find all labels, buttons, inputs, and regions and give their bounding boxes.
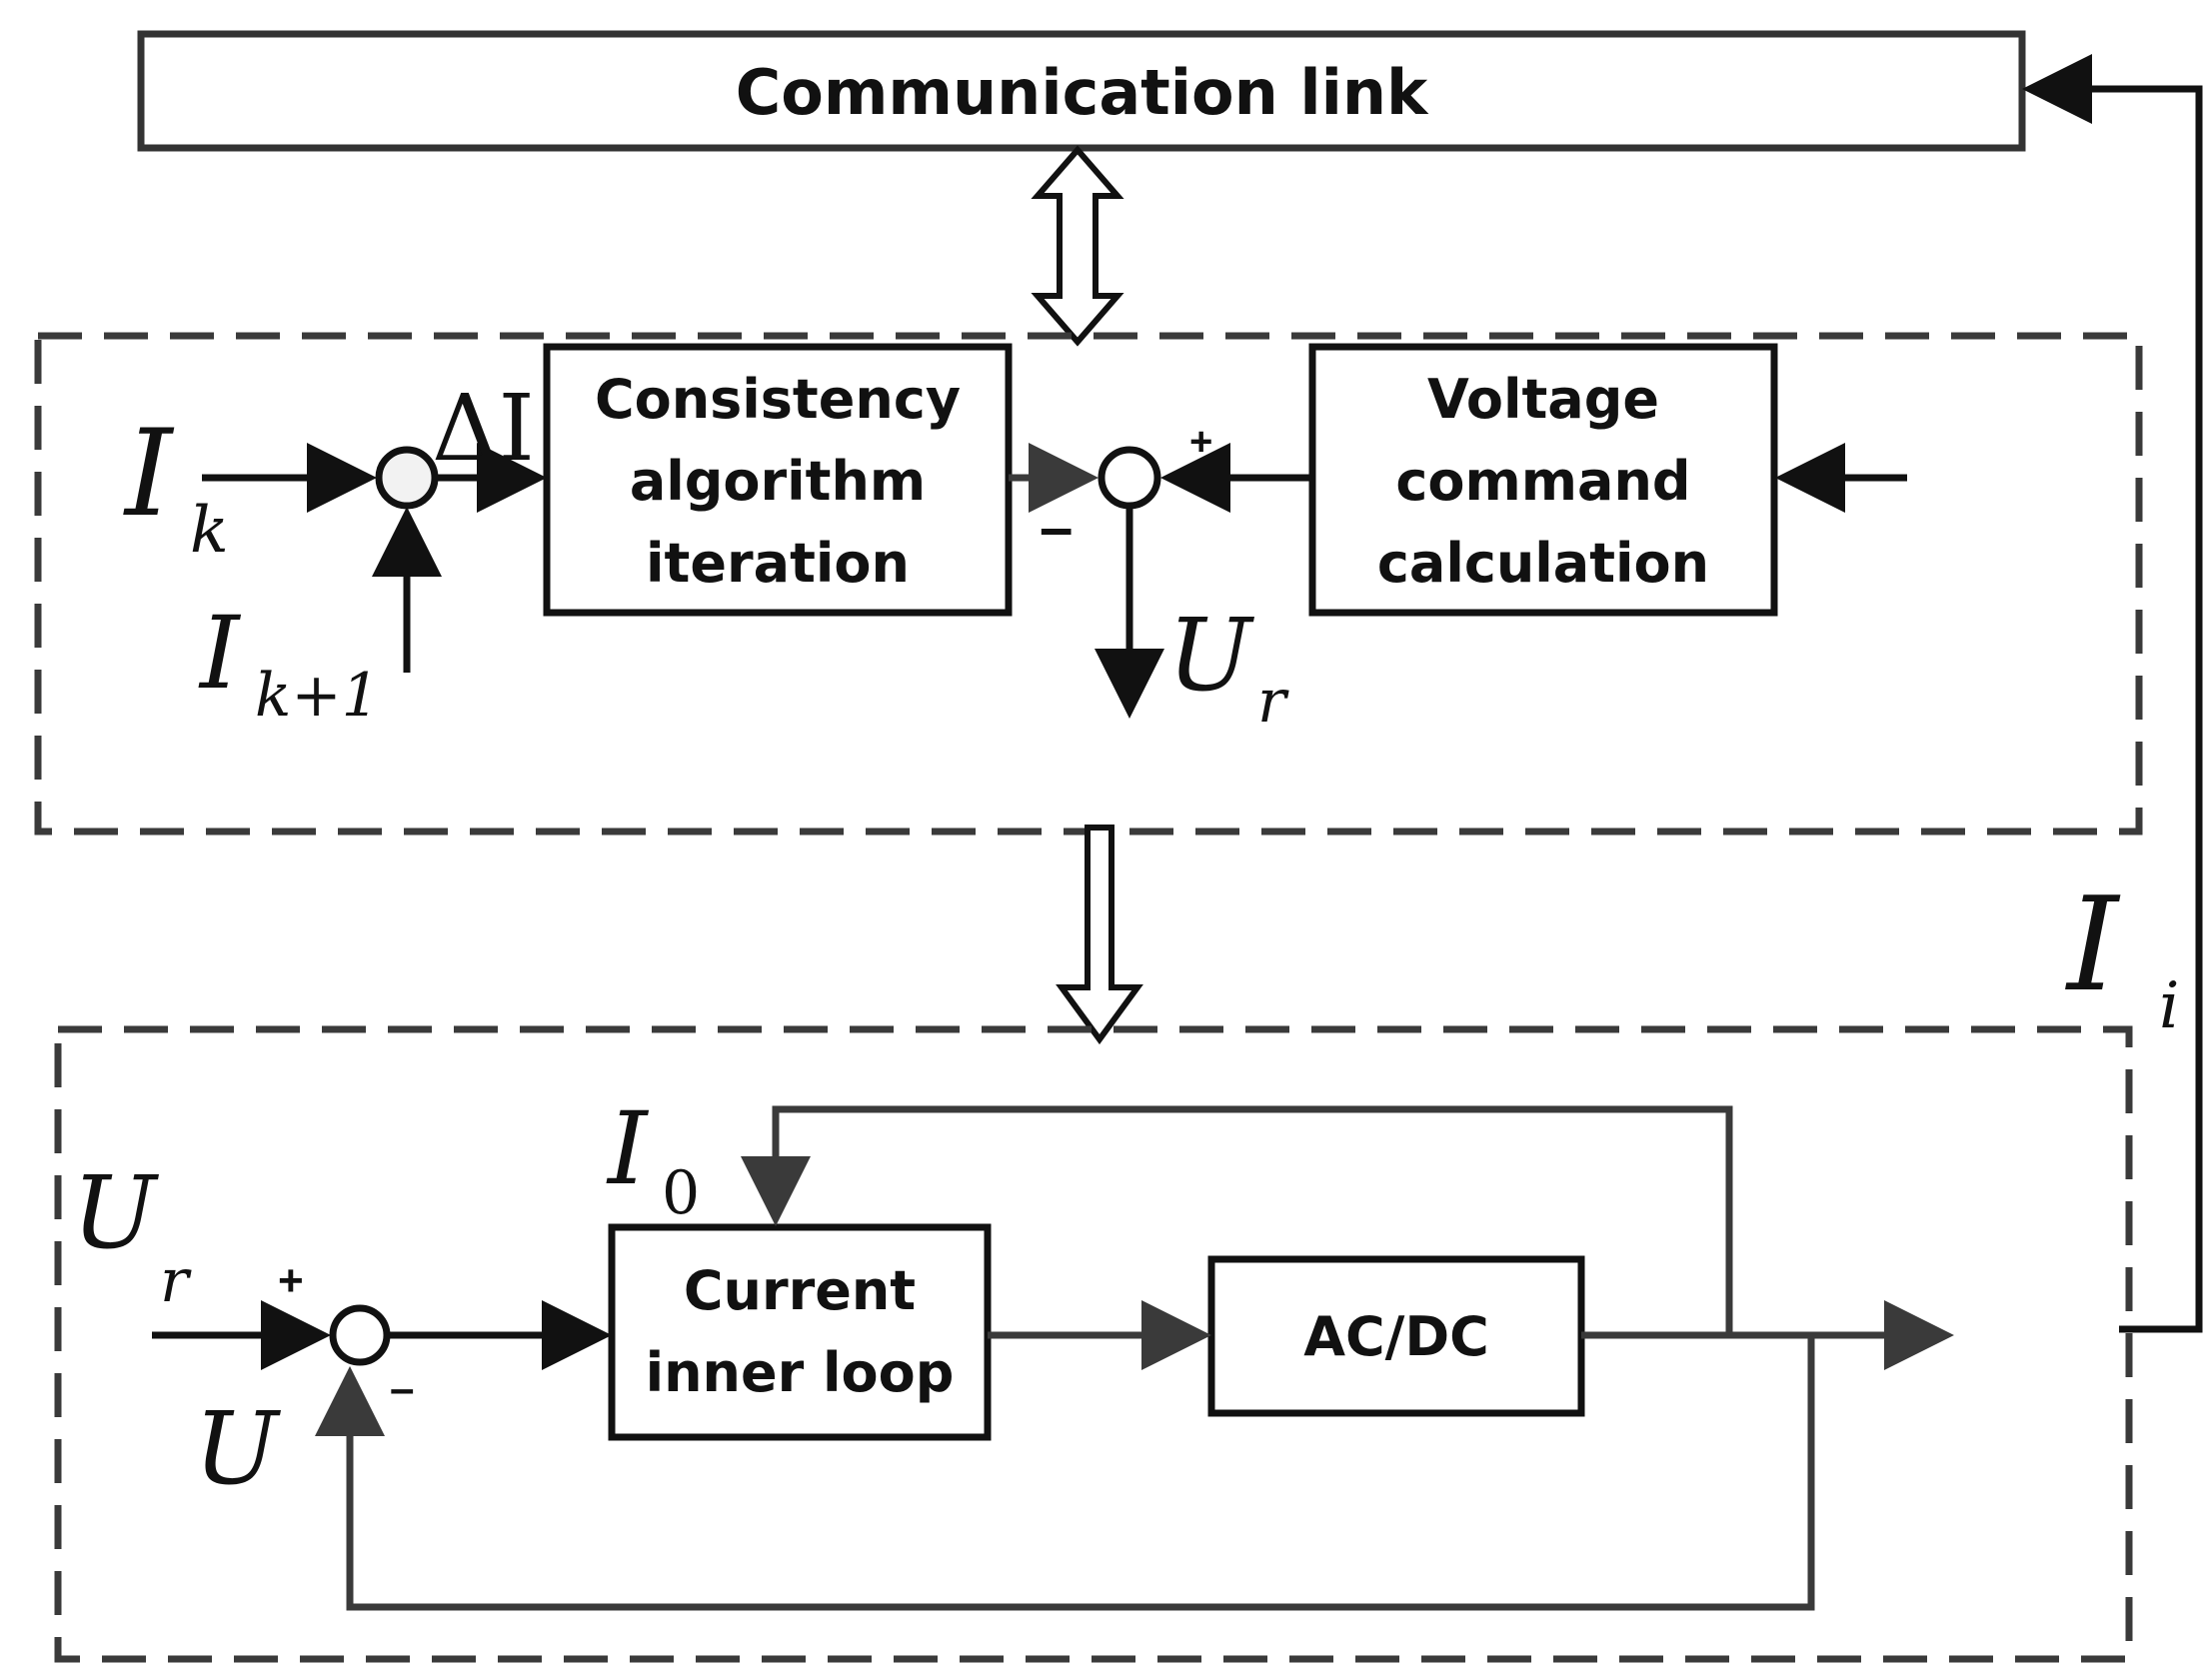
svg-text:I: I <box>198 595 242 712</box>
summing-junction-lower <box>329 1304 391 1366</box>
svg-text:k: k <box>190 494 229 568</box>
svg-text:0: 0 <box>662 1158 700 1228</box>
communication-link-label: Communication link <box>736 56 1429 129</box>
svg-text:U: U <box>72 1154 160 1271</box>
summing-junction-upper-right <box>1098 446 1161 510</box>
acdc-box: AC/DC <box>1207 1255 1585 1417</box>
svg-text:k+1: k+1 <box>255 661 380 731</box>
voltage-line-2: command <box>1395 450 1690 513</box>
svg-text:r: r <box>160 1246 192 1316</box>
svg-text:r: r <box>1257 667 1289 737</box>
sign-plus-upper: + <box>1189 420 1212 464</box>
label-ik1: I k+1 <box>198 595 380 731</box>
consistency-line-2: algorithm <box>630 450 926 513</box>
svg-text:I: I <box>606 1090 650 1207</box>
sign-minus-lower: – <box>390 1364 414 1413</box>
label-ur-upper: U r <box>1167 597 1289 737</box>
label-delta-i: ΔI <box>432 375 535 482</box>
svg-text:I: I <box>2065 868 2121 1020</box>
current-loop-line-1: Current <box>684 1259 916 1322</box>
svg-text:I: I <box>123 405 175 544</box>
consistency-line-3: iteration <box>646 532 910 595</box>
acdc-label: AC/DC <box>1303 1305 1489 1368</box>
label-ur-lower: U r <box>72 1154 192 1316</box>
summing-junction-upper-left <box>375 446 439 510</box>
current-inner-loop-box: Current inner loop <box>608 1223 992 1441</box>
consistency-algorithm-box: Consistency algorithm iteration <box>543 343 1013 617</box>
label-u-feedback: U <box>194 1390 282 1507</box>
voltage-line-1: Voltage <box>1427 368 1659 431</box>
hollow-down-arrow <box>1056 825 1143 1045</box>
communication-link-box <box>137 30 2026 152</box>
label-i0: I 0 <box>606 1090 700 1228</box>
bidirectional-hollow-arrow <box>1031 145 1124 347</box>
svg-text:i: i <box>2159 969 2179 1043</box>
voltage-command-box: Voltage command calculation <box>1308 343 1778 617</box>
feedback-loop-u <box>315 1335 1815 1611</box>
voltage-line-3: calculation <box>1377 532 1709 595</box>
sign-plus-lower: + <box>278 1256 304 1305</box>
communication-link: Communication link <box>137 30 2026 152</box>
upper-dashed-region <box>34 332 2143 836</box>
feedback-loop-i0 <box>741 1105 1733 1335</box>
sign-minus-upper: – <box>1040 494 1073 561</box>
label-ik: I k <box>123 405 229 568</box>
svg-text:U: U <box>1167 597 1255 714</box>
label-ii: I i <box>2065 868 2179 1043</box>
lower-dashed-region <box>54 1025 2133 1663</box>
feedback-ii-to-link <box>2022 54 2203 1333</box>
current-loop-line-2: inner loop <box>646 1341 955 1404</box>
consistency-line-1: Consistency <box>595 368 961 431</box>
